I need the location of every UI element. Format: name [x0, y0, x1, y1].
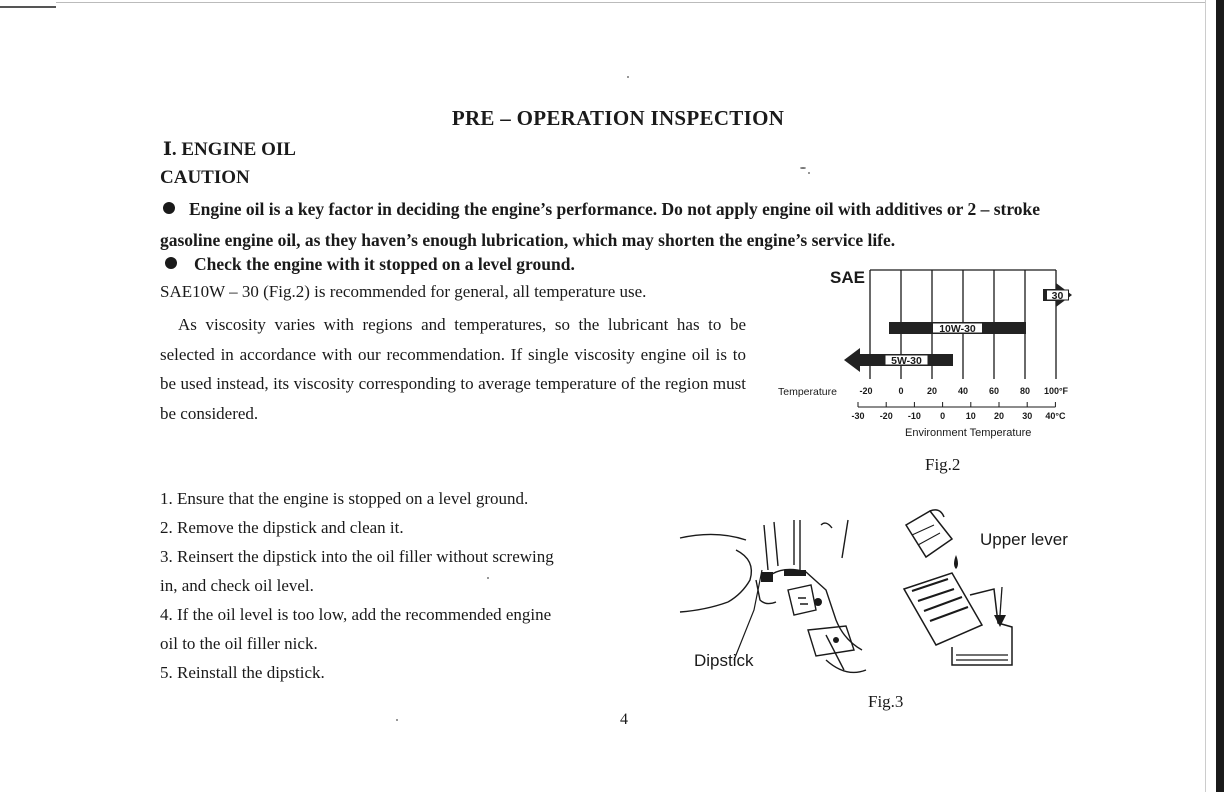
step-line: 3. Reinsert the dipstick into the oil fi…	[160, 547, 554, 566]
c-tick-label: 10	[966, 411, 976, 421]
scan-speck	[396, 719, 398, 721]
upper-lever-label: Upper lever	[980, 530, 1068, 549]
bullet-icon	[165, 257, 177, 269]
c-tick-label: 30	[1022, 411, 1032, 421]
oil-grade-label: 10W-30	[939, 323, 976, 335]
scan-edge-right	[1216, 0, 1224, 792]
scan-speck	[627, 76, 629, 78]
oil-bar-arrow	[844, 348, 860, 372]
caution-paragraph: Engine oil is a key factor in deciding t…	[160, 194, 1090, 256]
f-tick-label: 20	[927, 386, 937, 396]
dipstick-label: Dipstick	[694, 651, 754, 670]
dipstick-illustration: Dipstick	[679, 519, 867, 674]
bullet-icon	[163, 202, 175, 214]
temperature-label: Temperature	[778, 386, 837, 398]
c-tick-label: -10	[908, 411, 921, 421]
recommendation-paragraph: SAE10W – 30 (Fig.2) is recommended for g…	[160, 282, 647, 301]
step-line: 5. Reinstall the dipstick.	[160, 663, 325, 682]
step-line: oil to the oil filler nick.	[160, 634, 318, 653]
scan-edge-top-thin	[56, 2, 1206, 3]
caution-heading: CAUTION	[160, 167, 250, 188]
f-tick-label: 80	[1020, 386, 1030, 396]
f-tick-label: 60	[989, 386, 999, 396]
section-heading: Ⅰ. ENGINE OIL	[163, 139, 296, 160]
fig3-caption: Fig.3	[868, 692, 904, 711]
f-tick-label: 40	[958, 386, 968, 396]
scan-speck	[487, 577, 489, 579]
page-number: 4	[620, 711, 628, 728]
caution-text: Engine oil is a key factor in deciding t…	[160, 199, 1041, 250]
check-paragraph: Check the engine with it stopped on a le…	[160, 254, 575, 275]
sae-label: SAE	[830, 268, 865, 287]
viscosity-paragraph: As viscosity varies with regions and tem…	[160, 315, 746, 423]
celsius-ticks: -30 -20 -10 0 10 20 30 40°C	[851, 402, 1066, 421]
c-tick-label: 20	[994, 411, 1004, 421]
fahrenheit-ticks: -20 0 20 40 60 80 100°F	[859, 386, 1068, 396]
page-title: PRE – OPERATION INSPECTION	[451, 106, 785, 130]
scan-speck	[808, 172, 810, 174]
procedure-steps: 1. Ensure that the engine is stopped on …	[160, 484, 630, 687]
chart-bars: 30 10W-30 5W-30	[844, 283, 1072, 372]
f-tick-label: 0	[898, 386, 903, 396]
scan-edge-top	[0, 6, 56, 8]
c-tick-label: -20	[880, 411, 893, 421]
viscosity-chart: SAE 30 10W-30 5W-30 Temperature -20 0 20 40 60…	[778, 268, 1072, 439]
oil-filling-illustration: Upper lever	[902, 509, 1068, 666]
scan-speck	[800, 167, 806, 169]
step-line: 1. Ensure that the engine is stopped on …	[160, 489, 529, 508]
check-text: Check the engine with it stopped on a le…	[194, 254, 575, 274]
oil-label-box	[884, 354, 929, 366]
step-line: in, and check oil level.	[160, 576, 314, 595]
c-tick-label: 40°C	[1045, 411, 1066, 421]
scan-edge-right-thin	[1205, 0, 1206, 792]
environment-temperature-label: Environment Temperature	[905, 427, 1031, 439]
oil-label-box	[1046, 289, 1069, 301]
c-tick-label: -30	[851, 411, 864, 421]
oil-grade-label: 30	[1052, 290, 1064, 302]
oil-label-box	[932, 322, 983, 334]
f-tick-label: -20	[859, 386, 872, 396]
oil-grade-label: 5W-30	[891, 355, 922, 367]
step-line: 2. Remove the dipstick and clean it.	[160, 518, 404, 537]
f-tick-label: 100°F	[1044, 386, 1069, 396]
c-tick-label: 0	[940, 411, 945, 421]
step-line: 4. If the oil level is too low, add the …	[160, 605, 552, 624]
fig2-caption: Fig.2	[925, 455, 961, 474]
